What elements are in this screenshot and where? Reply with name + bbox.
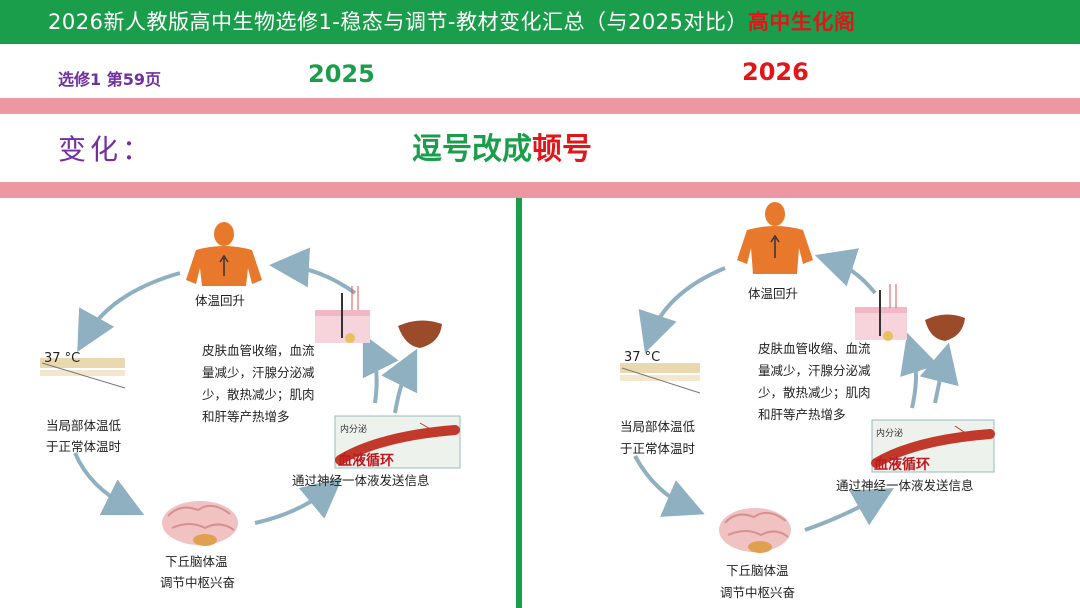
vertical-divider (516, 198, 522, 608)
liver-icon (925, 314, 965, 341)
response-description: 皮肤血管收缩、血流量减少，汗腺分泌减少，散热减少；肌肉和肝等产热增多 (758, 341, 871, 422)
body-temp-recover-label: 体温回升 (195, 293, 246, 308)
hypothalamus-label-line2: 调节中枢兴奋 (720, 585, 796, 600)
blood-vessel-icon (334, 415, 461, 469)
brain-icon (162, 501, 238, 546)
brand-name: 高中生化阁 (747, 10, 856, 34)
low-temp-label-line2: 于正常体温时 (46, 439, 122, 454)
thermometer-label: 37 °C (624, 350, 661, 365)
brain-icon (719, 508, 791, 553)
thermometer-icon (620, 363, 701, 394)
body-temp-recover-label: 体温回升 (748, 286, 799, 301)
hypothalamus-label-line1: 下丘脑体温 (165, 554, 228, 569)
blood-vessel-icon (871, 419, 995, 473)
blood-circulation-tag: 血液循环 (338, 453, 394, 469)
endocrine-tag: 内分泌 (340, 425, 368, 435)
year-new-label: 2026 (742, 58, 809, 86)
endocrine-tag: 内分泌 (876, 429, 904, 439)
blood-circulation-tag: 血液循环 (874, 457, 930, 473)
meta-row: 选修1 第59页 2025 2026 (0, 50, 1080, 96)
skin-section-icon (855, 284, 907, 341)
page-title: 2026新人教版高中生物选修1-稳态与调节-教材变化汇总（与2025对比）高中生… (48, 6, 855, 36)
title-text: 2026新人教版高中生物选修1-稳态与调节-教材变化汇总（与2025对比） (48, 10, 748, 34)
thermometer-label: 37 °C (44, 351, 81, 366)
signal-label: 通过神经一体液发送信息 (836, 478, 974, 493)
human-body-icon (737, 202, 813, 274)
year-old-label: 2025 (308, 60, 375, 88)
liver-icon (398, 320, 442, 348)
human-body-icon (186, 222, 262, 286)
thermometer-icon (40, 358, 126, 389)
thermoregulation-diagram-graphic (40, 222, 461, 546)
diagram-2026: 体温回升 37 °C 当局部体温低 于正常体温时 下丘脑体温 调节中枢兴奋 皮肤… (560, 198, 1080, 608)
change-label: 变化： (58, 133, 155, 166)
pink-divider-band (0, 182, 1080, 198)
pink-divider-band (0, 98, 1080, 114)
thermoregulation-diagram-graphic (620, 202, 995, 553)
low-temp-label-line2: 于正常体温时 (620, 441, 696, 456)
page-reference: 选修1 第59页 (58, 70, 161, 89)
hypothalamus-label-line1: 下丘脑体温 (726, 563, 789, 578)
low-temp-label-line1: 当局部体温低 (46, 418, 122, 433)
hypothalamus-label-line2: 调节中枢兴奋 (160, 575, 236, 590)
change-description: 逗号改成顿号 (412, 124, 592, 168)
low-temp-label-line1: 当局部体温低 (620, 419, 696, 434)
response-description: 皮肤血管收缩，血流量减少，汗腺分泌减少，散热减少；肌肉和肝等产热增多 (202, 343, 315, 424)
diagram-2025: 体温回升 37 °C 当局部体温低 于正常体温时 下丘脑体温 调节中枢兴奋 皮肤… (0, 198, 520, 608)
skin-section-icon (315, 286, 370, 343)
change-part-1: 逗号改成 (412, 132, 532, 167)
signal-label: 通过神经一体液发送信息 (292, 473, 430, 488)
header-bar: 2026新人教版高中生物选修1-稳态与调节-教材变化汇总（与2025对比）高中生… (0, 0, 1080, 44)
change-part-2: 顿号 (532, 132, 592, 167)
